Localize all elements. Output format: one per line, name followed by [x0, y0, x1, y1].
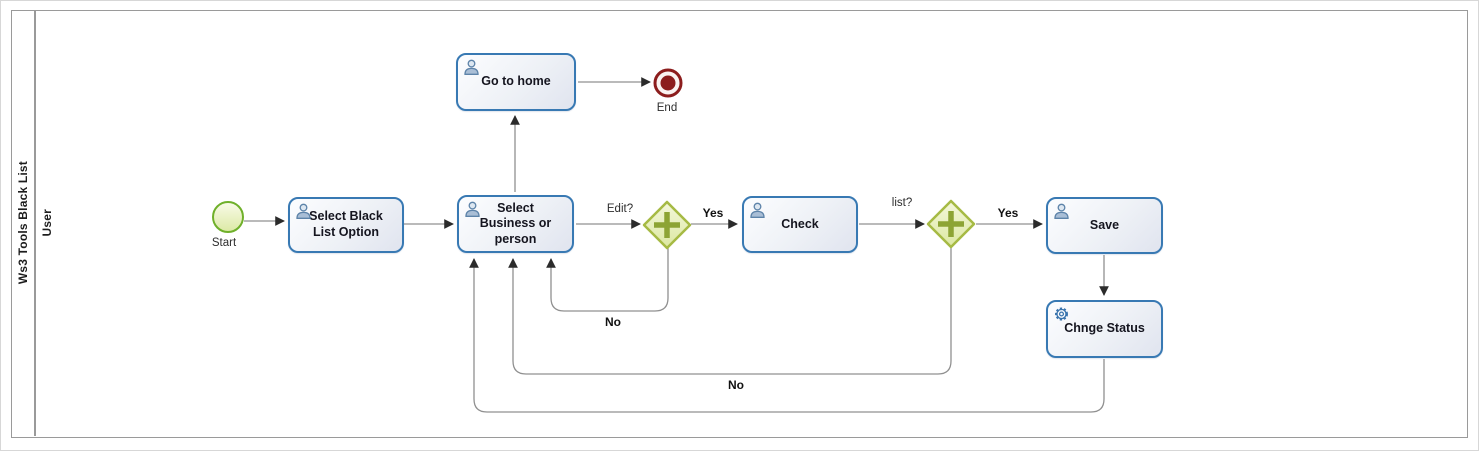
task-check[interactable]: Check — [742, 196, 858, 253]
list-gateway-no-label: No — [728, 378, 744, 392]
task-chnge-status[interactable]: Chnge Status — [1046, 300, 1163, 358]
task-label: Save — [1089, 217, 1120, 232]
pool-label-band: Ws3 Tools Black List — [11, 10, 36, 436]
edit-gateway-no-label: No — [605, 315, 621, 329]
start-event[interactable] — [212, 201, 244, 233]
list-gateway-yes-label: Yes — [997, 206, 1019, 220]
task-label: Chnge Status — [1064, 321, 1145, 336]
task-save[interactable]: Save — [1046, 197, 1163, 254]
flow-change-status-loop[interactable] — [469, 258, 1105, 413]
task-go-to-home[interactable]: Go to home — [456, 53, 576, 111]
parallel-plus-icon — [654, 212, 680, 238]
user-icon — [464, 59, 479, 75]
task-label: Go to home — [481, 74, 551, 89]
task-label: Select Black List Option — [309, 209, 383, 239]
user-icon — [750, 202, 765, 218]
flow-list-gateway-no-loop[interactable] — [508, 247, 952, 375]
user-icon — [296, 203, 311, 219]
end-event[interactable] — [653, 68, 683, 98]
task-label: Select Business or person — [479, 200, 552, 246]
task-select-black-list-option[interactable]: Select Black List Option — [288, 197, 404, 253]
user-icon — [465, 201, 480, 217]
pool-ws3-tools-black-list — [11, 10, 1468, 438]
parallel-plus-icon — [938, 211, 964, 237]
edit-gateway-yes-label: Yes — [702, 206, 724, 220]
list-gateway[interactable] — [926, 199, 976, 249]
list-gateway-question-label: list? — [891, 197, 913, 209]
flow-edit-gateway-no-loop[interactable] — [546, 248, 669, 312]
task-select-business-or-person[interactable]: Select Business or person — [457, 195, 574, 253]
service-gear-icon — [1055, 307, 1068, 321]
edit-gateway-question-label: Edit? — [606, 203, 634, 215]
task-label: Check — [781, 216, 819, 231]
start-event-label: Start — [211, 237, 237, 249]
edit-gateway[interactable] — [642, 200, 692, 250]
user-icon — [1054, 203, 1069, 219]
end-event-label: End — [656, 102, 678, 114]
